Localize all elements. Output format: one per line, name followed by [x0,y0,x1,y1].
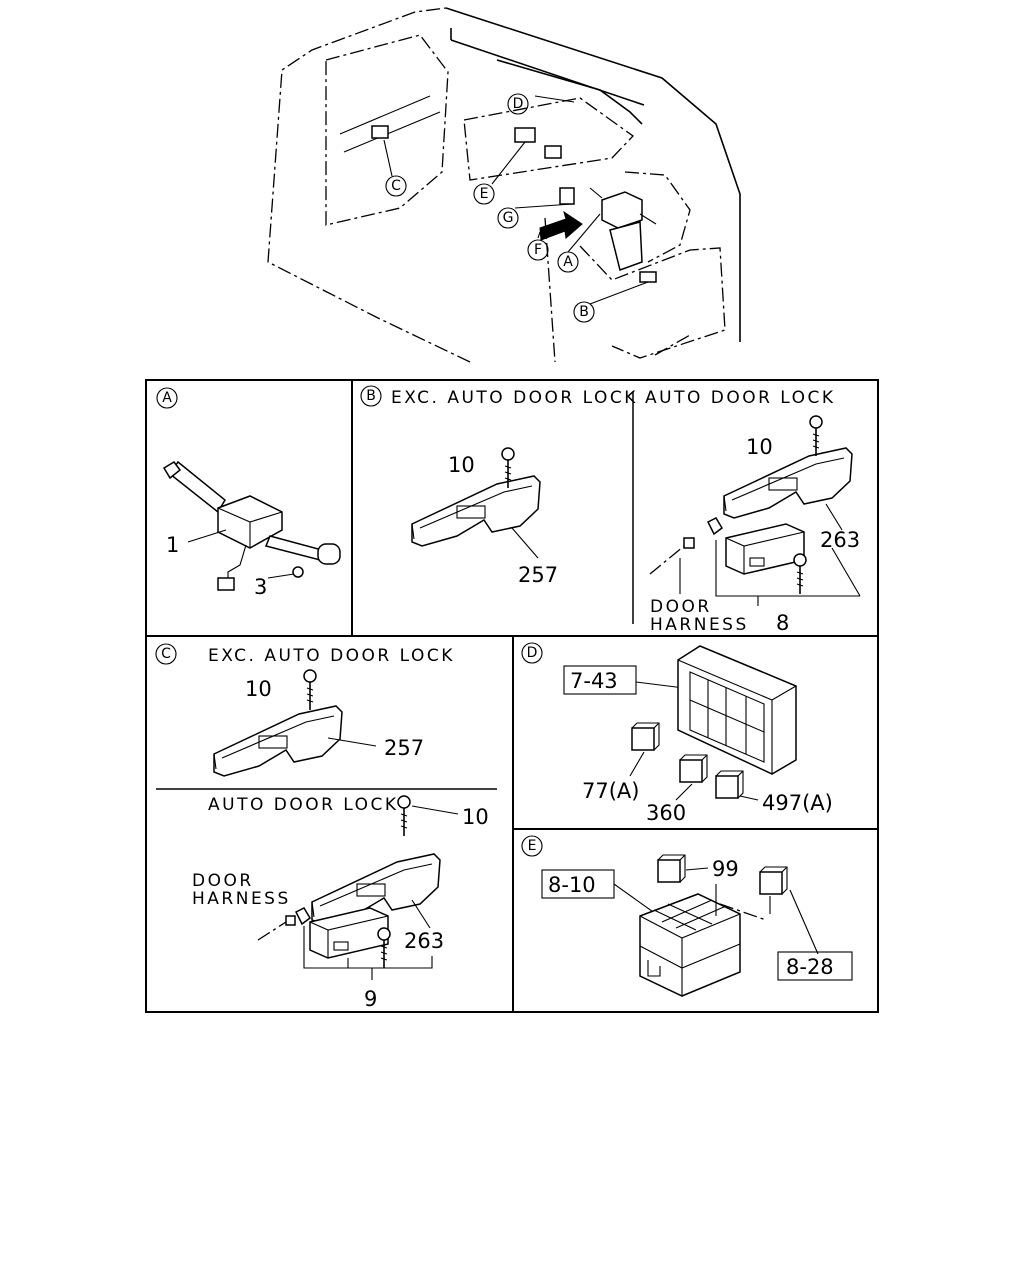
label-part-3: 3 [254,575,267,599]
heading-exc-auto-door-lock-c: EXC. AUTO DOOR LOCK [208,646,455,666]
screw-10-c-lower [397,795,411,837]
panel-c: C EXC. AUTO DOOR LOCK 10 257 AUTO DOOR L… [155,643,489,1011]
panel-b: B EXC. AUTO DOOR LOCK AUTO DOOR LOCK 10 … [360,385,861,635]
panel-grid [145,379,879,1013]
panel-a: A 1 3 [156,387,341,599]
ref-box-7-43 [563,665,637,695]
combination-switch-drawing [162,460,341,591]
label-part-263: 263 [820,528,860,552]
label-part-1: 1 [166,533,179,557]
svg-text:E: E [480,186,489,202]
label-part-257: 257 [518,563,558,587]
label-part-10: 10 [448,453,475,477]
heading-auto-door-lock-c: AUTO DOOR LOCK [208,795,399,815]
armrest-trim-257 [411,475,541,547]
label-part-9: 9 [364,987,377,1011]
ref-box-8-28 [777,951,853,981]
svg-text:A: A [563,254,573,270]
relay-497a [715,770,744,799]
panel-e: E 8-10 99 8-28 [521,835,853,997]
ref-8-28: 8-28 [786,955,834,979]
ref-8-10: 8-10 [548,873,596,897]
heading-exc-auto-door-lock: EXC. AUTO DOOR LOCK [391,388,638,408]
callout-d: D [507,93,529,115]
relay-77a [631,722,660,751]
label-door-harness-c-line-2: HARNESS [192,889,291,909]
overview-vehicle-interior [267,7,741,363]
screw-10-right [809,415,823,457]
svg-text:B: B [366,388,376,404]
label-part-263-c: 263 [404,929,444,953]
svg-text:D: D [513,96,524,112]
label-part-497a: 497(A) [762,791,833,815]
relay-box-drawing [677,645,797,775]
callout-e: E [473,183,495,205]
label-part-99: 99 [712,857,739,881]
svg-text:F: F [534,242,542,258]
svg-text:E: E [528,838,537,854]
svg-text:B: B [579,304,589,320]
label-part-10-c-lower: 10 [462,805,489,829]
callout-f: F [527,239,549,261]
label-part-257-c: 257 [384,736,424,760]
power-window-switch-unit [725,523,805,575]
relay-360 [679,754,708,783]
ref-7-43: 7-43 [570,669,618,693]
relay-8-28 [759,866,788,895]
callout-a: A [557,251,579,273]
screw-switch-c [377,927,391,969]
label-part-10-right: 10 [746,435,773,459]
callout-g: G [497,207,519,229]
panel-a-callout: A [156,387,178,409]
label-part-77a: 77(A) [582,779,639,803]
label-door-harness-line-1: DOOR [650,597,712,617]
svg-text:A: A [162,390,172,406]
svg-text:G: G [503,210,514,226]
label-door-harness-line-2: HARNESS [650,615,749,635]
label-part-10-c: 10 [245,677,272,701]
screw-switch [793,553,807,595]
label-door-harness-c-line-1: DOOR [192,871,254,891]
panel-e-callout: E [521,835,543,857]
relay-99 [657,854,686,883]
panel-d-callout: D [521,642,543,664]
label-part-8: 8 [776,611,789,635]
svg-text:C: C [161,646,171,662]
svg-text:C: C [391,178,401,194]
panel-c-callout: C [155,643,177,665]
panel-d: D 7-43 77(A) 360 497(A) [521,642,833,825]
panel-b-callout: B [360,385,382,407]
label-part-360: 360 [646,801,686,825]
heading-auto-door-lock: AUTO DOOR LOCK [645,388,836,408]
armrest-trim-263 [723,447,853,519]
screw-10-c [303,669,317,711]
callout-c: C [385,175,407,197]
armrest-trim-257-c [213,705,343,777]
callout-b: B [573,301,595,323]
relay-block-drawing [639,893,741,997]
svg-text:D: D [527,645,538,661]
